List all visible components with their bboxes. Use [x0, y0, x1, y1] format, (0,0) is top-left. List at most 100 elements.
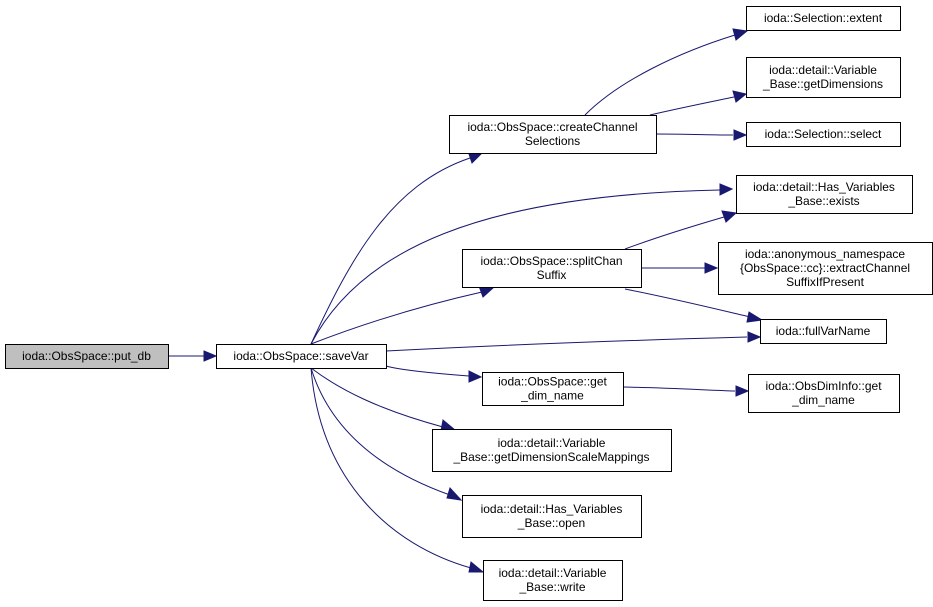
node-fullVarName[interactable]: ioda::fullVarName	[760, 319, 887, 344]
edge-saveVar-to-getDimensionScaleMappings	[310, 367, 457, 432]
edge-saveVar-to-open	[310, 367, 463, 501]
arrowhead-icon	[468, 561, 485, 573]
arrowhead-icon	[746, 311, 764, 323]
node-get_dim_name[interactable]: ioda::ObsSpace::get_dim_name	[482, 372, 624, 406]
arrowhead-icon	[732, 90, 748, 103]
node-label: _Base::exists	[787, 194, 859, 208]
edge-line	[310, 367, 451, 496]
node-label: ioda::Selection::select	[765, 127, 882, 141]
node-label: ioda::ObsSpace::saveVar	[233, 349, 368, 363]
arrowhead-icon	[732, 28, 749, 41]
node-label: ioda::ObsDimInfo::get	[765, 379, 882, 393]
node-box	[482, 372, 624, 406]
node-box	[746, 57, 901, 98]
arrowhead-icon	[704, 262, 719, 274]
node-extent[interactable]: ioda::Selection::extent	[746, 6, 901, 31]
node-box	[746, 6, 901, 31]
node-box	[760, 319, 887, 344]
node-label: ioda::anonymous_namespace	[745, 247, 905, 261]
node-write[interactable]: ioda::detail::Variable_Base::write	[483, 560, 623, 601]
node-label: ioda::detail::Variable	[769, 63, 877, 77]
node-label: ioda::ObsSpace::splitChan	[480, 254, 622, 268]
node-label: ioda::ObsSpace::createChannel	[467, 120, 637, 134]
node-put_db[interactable]: ioda::ObsSpace::put_db	[5, 344, 169, 369]
node-box	[483, 560, 623, 601]
node-box	[748, 374, 900, 413]
node-label: ioda::ObsSpace::get	[498, 375, 607, 389]
arrowhead-icon	[446, 487, 463, 501]
node-box	[736, 175, 913, 214]
edge-line	[385, 365, 470, 377]
edge-get_dim_name-to-obsdim_get_dim_name	[622, 385, 750, 397]
edge-line	[649, 96, 735, 116]
edge-line	[584, 34, 736, 116]
edge-saveVar-to-exists	[310, 183, 734, 345]
node-getDimensionScaleMappings[interactable]: ioda::detail::Variable_Base::getDimensio…	[432, 429, 672, 472]
node-label: _dim_name	[791, 393, 855, 407]
node-label: _dim_name	[520, 389, 584, 403]
node-obsdim_get_dim_name[interactable]: ioda::ObsDimInfo::get_dim_name	[748, 374, 900, 413]
node-label: Selections	[525, 134, 580, 148]
edge-saveVar-to-get_dim_name	[385, 365, 483, 383]
edge-put_db-to-saveVar	[168, 350, 218, 362]
edge-line	[624, 216, 725, 250]
edge-createChannelSelections-to-getDimensions	[649, 90, 748, 116]
node-saveVar[interactable]: ioda::ObsSpace::saveVar	[216, 344, 387, 369]
edge-line	[624, 288, 751, 318]
edge-saveVar-to-write	[310, 367, 485, 573]
node-label: _Base::getDimensions	[762, 77, 883, 91]
edge-createChannelSelections-to-extent	[584, 28, 749, 116]
node-box	[5, 344, 169, 369]
edge-line	[655, 133, 734, 136]
node-label: SuffixIfPresent	[786, 275, 864, 289]
arrowhead-icon	[735, 385, 750, 397]
node-label: ioda::detail::Variable	[499, 566, 607, 580]
node-getDimensions[interactable]: ioda::detail::Variable_Base::getDimensio…	[746, 57, 901, 98]
edge-line	[622, 386, 736, 392]
arrowhead-icon	[719, 183, 734, 196]
arrowhead-icon	[721, 210, 738, 223]
edge-line	[310, 367, 472, 569]
node-label: ioda::Selection::extent	[764, 11, 883, 25]
call-edges	[168, 28, 764, 573]
arrowhead-icon	[747, 331, 762, 343]
node-box	[746, 122, 901, 147]
edge-line	[310, 367, 444, 428]
node-box	[462, 249, 642, 288]
arrowhead-icon	[203, 350, 218, 362]
node-label: ioda::detail::Has_Variables	[753, 180, 895, 194]
edge-line	[385, 336, 748, 352]
node-label: ioda::ObsSpace::put_db	[22, 349, 151, 363]
node-exists[interactable]: ioda::detail::Has_Variables_Base::exists	[736, 175, 913, 214]
node-label: ioda::fullVarName	[776, 324, 871, 338]
node-label: Suffix	[537, 268, 567, 282]
node-select[interactable]: ioda::Selection::select	[746, 122, 901, 147]
call-nodes: ioda::ObsSpace::put_db ioda::ObsSpace::sa…	[5, 6, 933, 601]
node-label: _Base::write	[518, 580, 585, 594]
node-box	[462, 495, 642, 538]
node-label: ioda::detail::Variable	[498, 436, 606, 450]
node-open[interactable]: ioda::detail::Has_Variables_Base::open	[462, 495, 642, 538]
node-label: _Base::open	[517, 516, 585, 530]
node-extractChannelSuffixIfPresent[interactable]: ioda::anonymous_namespace{ObsSpace::cc}:…	[718, 242, 933, 295]
edge-line	[310, 157, 471, 345]
edge-line	[310, 189, 721, 345]
node-box	[216, 344, 387, 369]
edge-splitChanSuffix-to-extractChannelSuffixIfPresent	[641, 262, 719, 274]
node-box	[432, 429, 672, 472]
node-label: _Base::getDimensionScaleMappings	[452, 450, 649, 464]
edge-saveVar-to-splitChanSuffix	[310, 285, 496, 345]
node-label: ioda::detail::Has_Variables	[481, 502, 623, 516]
edge-splitChanSuffix-to-fullVarName	[624, 288, 764, 323]
edge-line	[310, 291, 483, 345]
node-box	[718, 242, 933, 295]
node-label: {ObsSpace::cc}::extractChannel	[740, 261, 910, 275]
edge-createChannelSelections-to-select	[655, 129, 748, 141]
edge-saveVar-to-fullVarName	[385, 331, 762, 352]
arrowhead-icon	[733, 129, 748, 141]
node-box	[449, 115, 657, 154]
arrowhead-icon	[468, 370, 483, 383]
